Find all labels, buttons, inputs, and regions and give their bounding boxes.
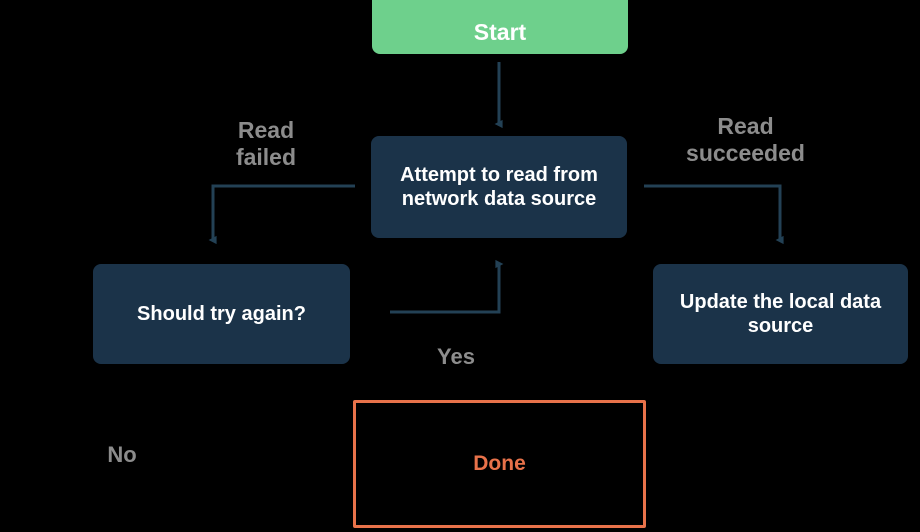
node-attempt-to-read-label: Attempt to read from network data source [400,163,598,210]
node-done[interactable]: Done [353,400,646,528]
node-attempt-to-read[interactable]: Attempt to read from network data source [371,136,627,238]
node-should-try-again[interactable]: Should try again? [93,264,350,364]
node-start[interactable]: Start [372,0,628,54]
edge-label-read-failed: Read failed [235,117,297,170]
edge-attempt-to-update [644,184,784,245]
edge-label-read-succeeded: Read succeeded [686,113,805,166]
edge-attempt-to-retry [208,184,355,245]
edge-label-no: No [107,442,137,467]
edge-label-yes: Yes [437,344,475,369]
node-update-local-data-source[interactable]: Update the local data source [653,264,908,364]
node-should-try-again-label: Should try again? [137,302,306,325]
node-update-local-data-source-label: Update the local data source [679,290,882,337]
node-start-label: Start [473,18,527,45]
node-done-label: Done [473,452,526,476]
edge-retry-to-attempt [390,259,504,314]
